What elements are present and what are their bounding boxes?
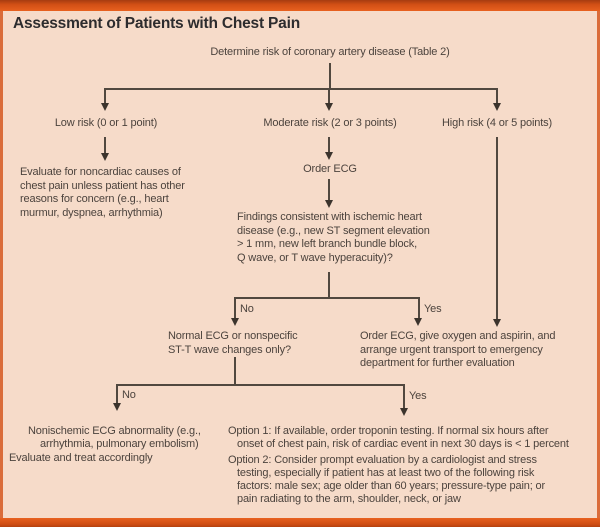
arrowhead-high-risk-to-urgent: [493, 319, 501, 327]
node-option2-line4: pain radiating to the arm, shoulder, nec…: [237, 493, 461, 505]
arrowhead-to-low-risk: [101, 103, 109, 111]
node-option1-line2: onset of chest pain, risk of cardiac eve…: [237, 438, 569, 450]
connector-split1-stem: [328, 272, 330, 298]
connector-low-action-stem: [104, 137, 106, 154]
connector-branch1-high-stem: [496, 88, 498, 104]
connector-branch1-moderate-stem: [328, 88, 330, 104]
node-low-action: Evaluate for noncardiac causes of chest …: [20, 166, 185, 220]
low-action-line: murmur, dyspnea, arrhythmia): [20, 206, 163, 219]
label-split2-yes: Yes: [409, 390, 427, 402]
node-nonischemic-line3: Evaluate and treat accordingly: [9, 452, 153, 464]
node-option2-line1: Option 2: Consider prompt evaluation by …: [228, 454, 537, 466]
ecg-question-line: > 1 mm, new left branch bundle block,: [237, 238, 418, 250]
node-nonischemic-line2: arrhythmia, pulmonary embolism): [40, 438, 199, 450]
node-low-risk: Low risk (0 or 1 point): [54, 117, 158, 129]
frame-right-border: [597, 0, 600, 527]
node-nonischemic-line1: Nonischemic ECG abnormality (e.g.,: [28, 425, 201, 437]
arrowhead-split2-yes: [400, 408, 408, 416]
urgent-transport-line: Order ECG, give oxygen and aspirin, and: [360, 330, 556, 342]
low-action-line: chest pain unless patient has other: [20, 179, 185, 192]
label-split1-yes: Yes: [424, 303, 442, 315]
ecg-question-line: Q wave, or T wave hyperacuity)?: [237, 251, 393, 264]
arrowhead-split2-no: [113, 403, 121, 411]
node-option2-line3: factors: male sex; age older than 60 yea…: [237, 480, 546, 492]
arrowhead-to-findings: [325, 200, 333, 208]
low-action-line: reasons for concern (e.g., heart: [20, 193, 169, 205]
connector-findings-stem: [328, 179, 330, 201]
frame-left-border: [0, 0, 3, 527]
connector-split2-no-stem: [116, 384, 118, 404]
connector-split2-horizontal: [117, 384, 404, 386]
connector-branch1-horizontal: [105, 88, 498, 90]
arrowhead-to-order-ecg: [325, 152, 333, 160]
connector-root-stem: [329, 63, 331, 88]
arrowhead-to-low-action: [101, 153, 109, 161]
frame-bottom-bar: [0, 518, 600, 527]
low-action-line: Evaluate for noncardiac causes of: [20, 166, 181, 178]
ecg-question-line: disease (e.g., new ST segment elevation: [237, 224, 430, 237]
node-high-risk: High risk (4 or 5 points): [442, 117, 552, 129]
node-determine-risk: Determine risk of coronary artery diseas…: [210, 46, 450, 58]
label-split1-no: No: [240, 303, 254, 315]
frame-top-bar: [0, 0, 600, 11]
node-ecg-findings-question: Findings consistent with ischemic heart …: [237, 211, 430, 265]
node-normal-ecg-question: Normal ECG or nonspecific ST-T wave chan…: [168, 330, 298, 357]
normal-ecg-line: ST-T wave changes only?: [168, 343, 291, 356]
node-option1-line1: Option 1: If available, order troponin t…: [228, 425, 549, 437]
arrowhead-to-high-risk: [493, 103, 501, 111]
arrowhead-to-moderate-risk: [325, 103, 333, 111]
connector-split1-no-stem: [234, 297, 236, 319]
connector-branch1-low-stem: [104, 88, 106, 104]
ecg-question-line: Findings consistent with ischemic heart: [237, 211, 422, 223]
node-order-ecg: Order ECG: [303, 163, 357, 175]
node-option2-line2: testing, especially if patient has at le…: [237, 467, 535, 479]
arrowhead-split1-yes: [414, 318, 422, 326]
connector-high-risk-long-stem: [496, 137, 498, 320]
node-moderate-risk: Moderate risk (2 or 3 points): [263, 117, 397, 129]
connector-split2-yes-stem: [403, 384, 405, 409]
urgent-transport-line: department for further evaluation: [360, 357, 515, 369]
figure-title: Assessment of Patients with Chest Pain: [13, 15, 300, 32]
connector-split1-horizontal: [235, 297, 419, 299]
urgent-transport-line: arrange urgent transport to emergency: [360, 343, 543, 356]
connector-split1-yes-stem: [418, 297, 420, 319]
arrowhead-split1-no: [231, 318, 239, 326]
connector-split2-stem: [234, 357, 236, 385]
connector-order-ecg-stem: [328, 137, 330, 153]
normal-ecg-line: Normal ECG or nonspecific: [168, 330, 298, 342]
label-split2-no: No: [122, 389, 136, 401]
node-urgent-transport: Order ECG, give oxygen and aspirin, and …: [360, 330, 555, 371]
